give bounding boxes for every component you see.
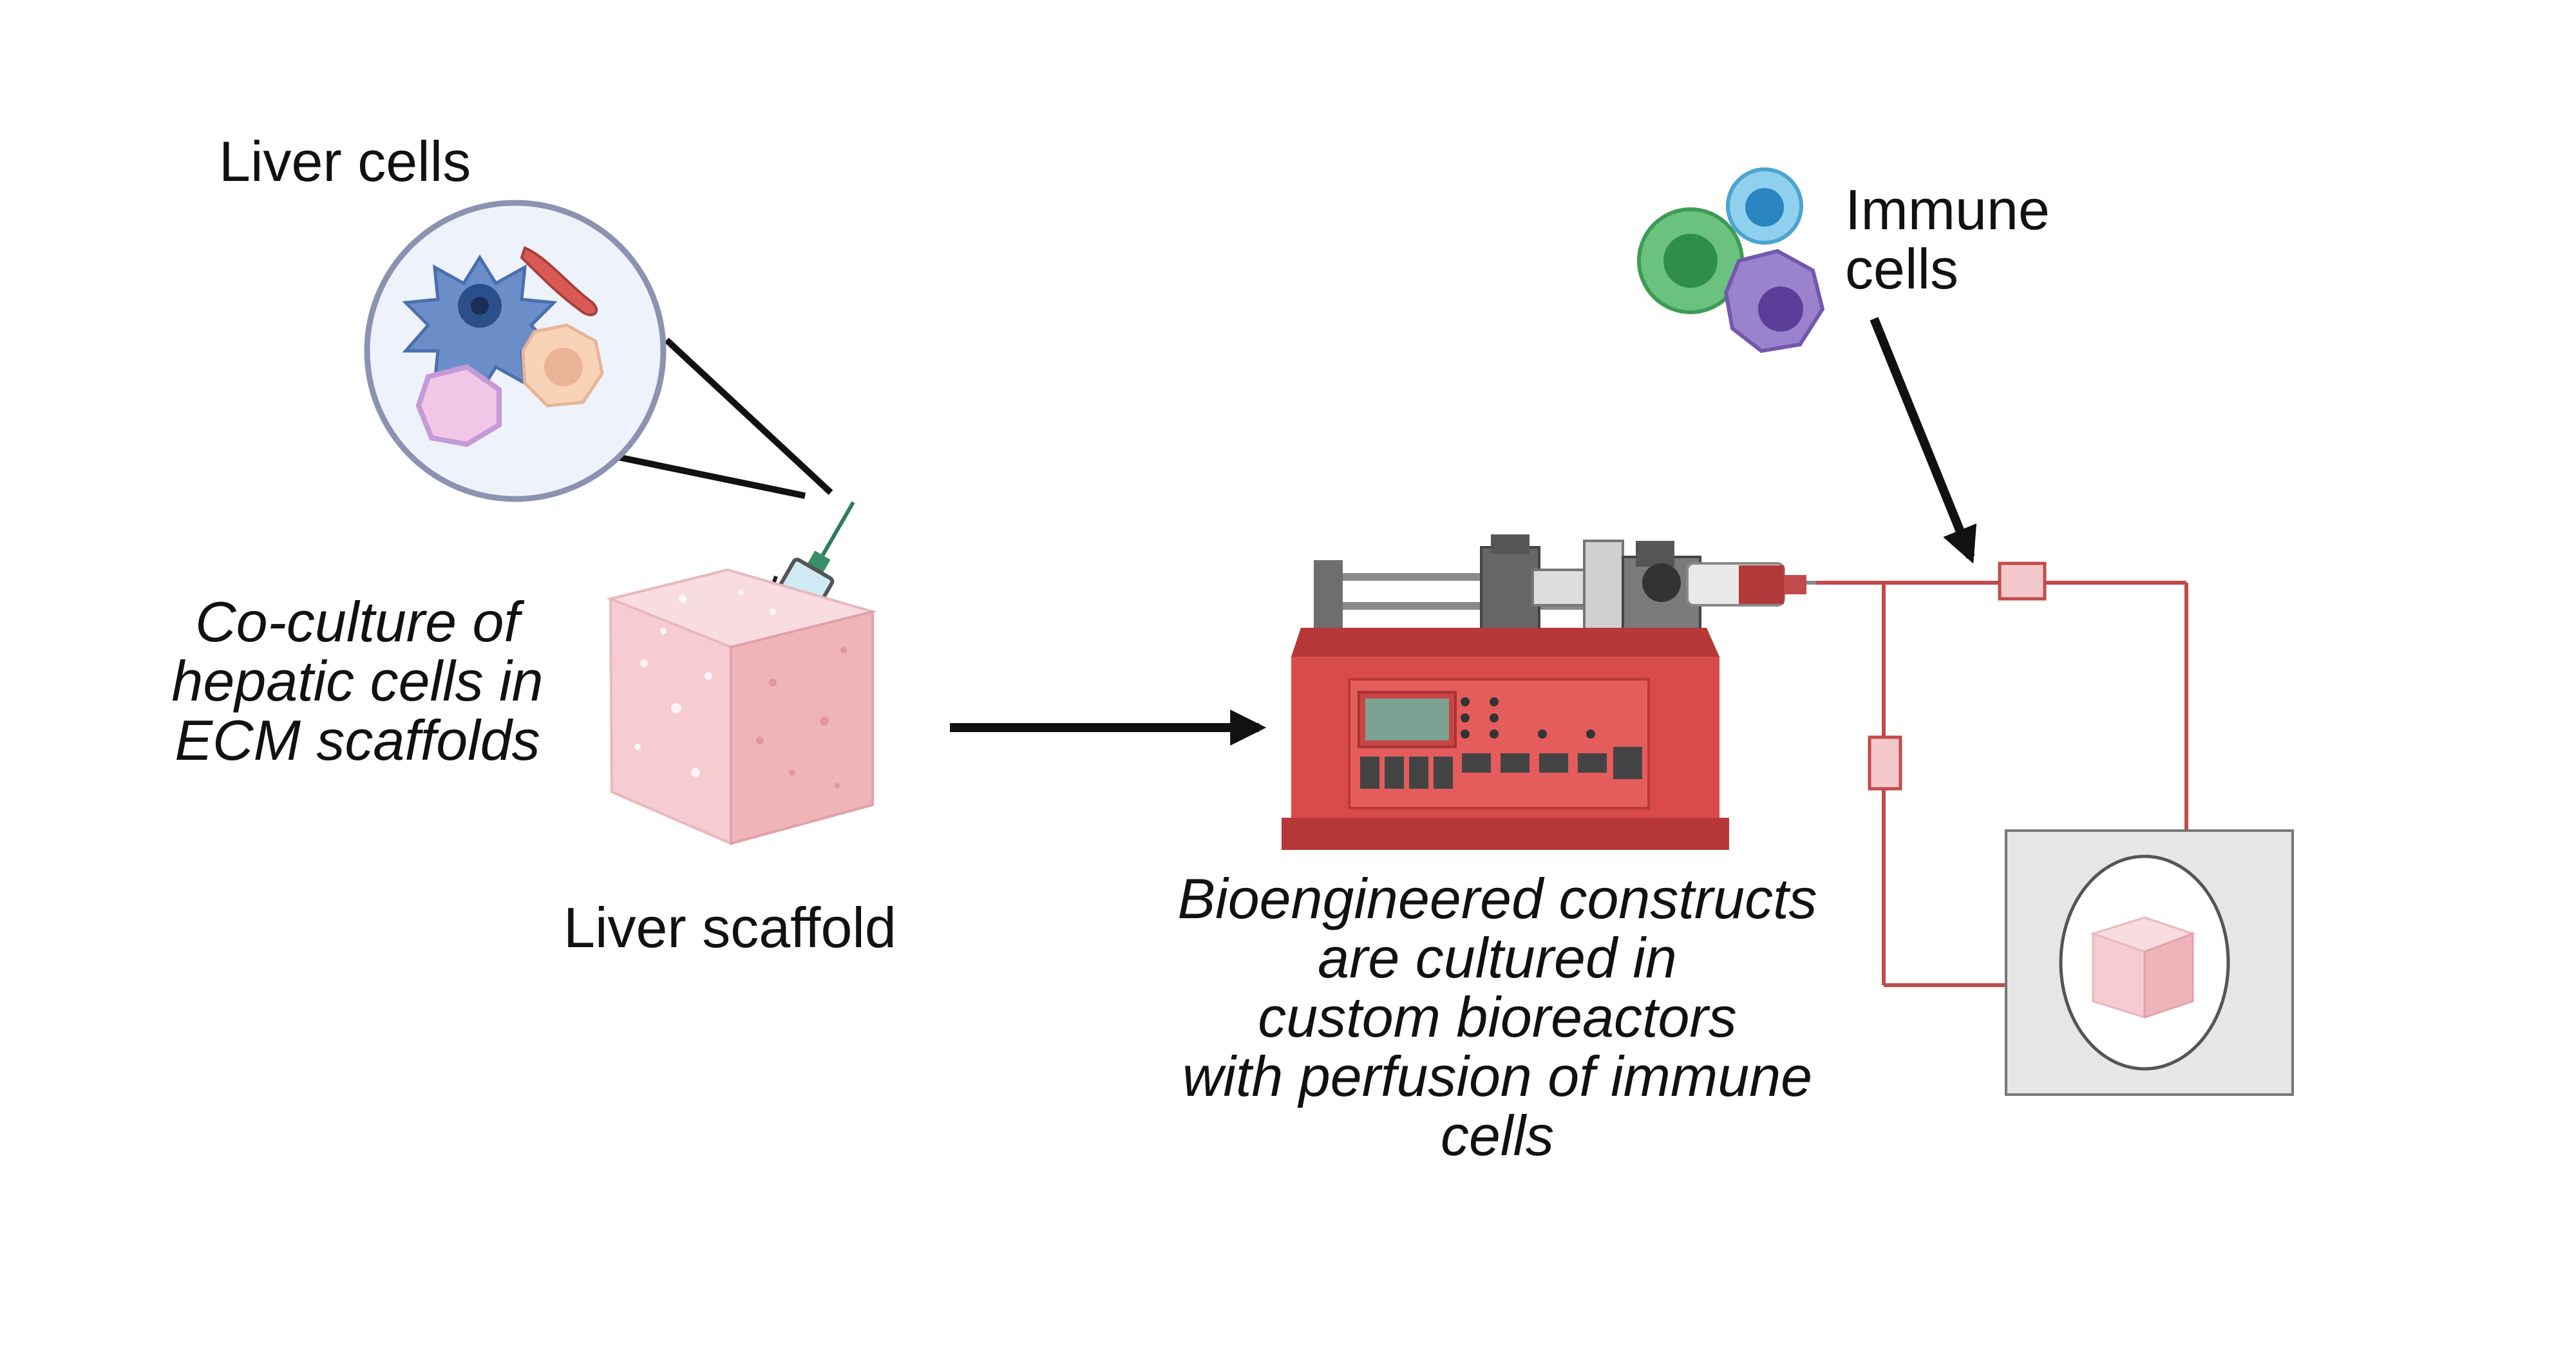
tubing-connector-icon [1998,561,2047,601]
endothelial-cell-icon [415,364,502,447]
label-coculture: Co-culture of hepatic cells in ECM scaff… [126,592,589,770]
label-bioreactor-line3: custom bioreactors [1258,985,1737,1049]
label-liver-scaffold: Liver scaffold [564,896,896,959]
tubing-connector-icon [1868,735,1902,791]
scaffold-cube-icon [606,568,878,846]
syringe-pump-icon [1282,534,1816,850]
label-immune-cells: Immune cells [1845,180,2050,299]
label-coculture-line1: Co-culture of [195,590,520,654]
label-bioreactor-line2: are cultured in [1318,926,1677,990]
kupffer-cell-icon [402,254,558,396]
label-immune-line2: cells [1845,237,1959,301]
label-bioreactor-line4: with perfusion of immune [1182,1044,1813,1108]
liver-cell-circle-icon [364,200,833,502]
immune-cells-icon [1637,167,1825,353]
bioreactor-chamber-icon [2005,829,2294,1096]
label-coculture-line2: hepatic cells in [171,649,544,713]
label-bioreactor: Bioengineered constructs are cultured in… [1088,869,1906,1165]
label-immune-line1: Immune [1845,178,2050,241]
hepatocyte-icon [521,323,604,408]
label-liver-cells: Liver cells [219,129,471,193]
stellate-cell-icon [520,246,598,316]
arrow-immune-to-tubing [1870,317,1977,564]
label-coculture-line3: ECM scaffolds [175,708,540,772]
label-bioreactor-line1: Bioengineered constructs [1177,867,1817,930]
label-bioreactor-line5: cells [1440,1104,1555,1167]
